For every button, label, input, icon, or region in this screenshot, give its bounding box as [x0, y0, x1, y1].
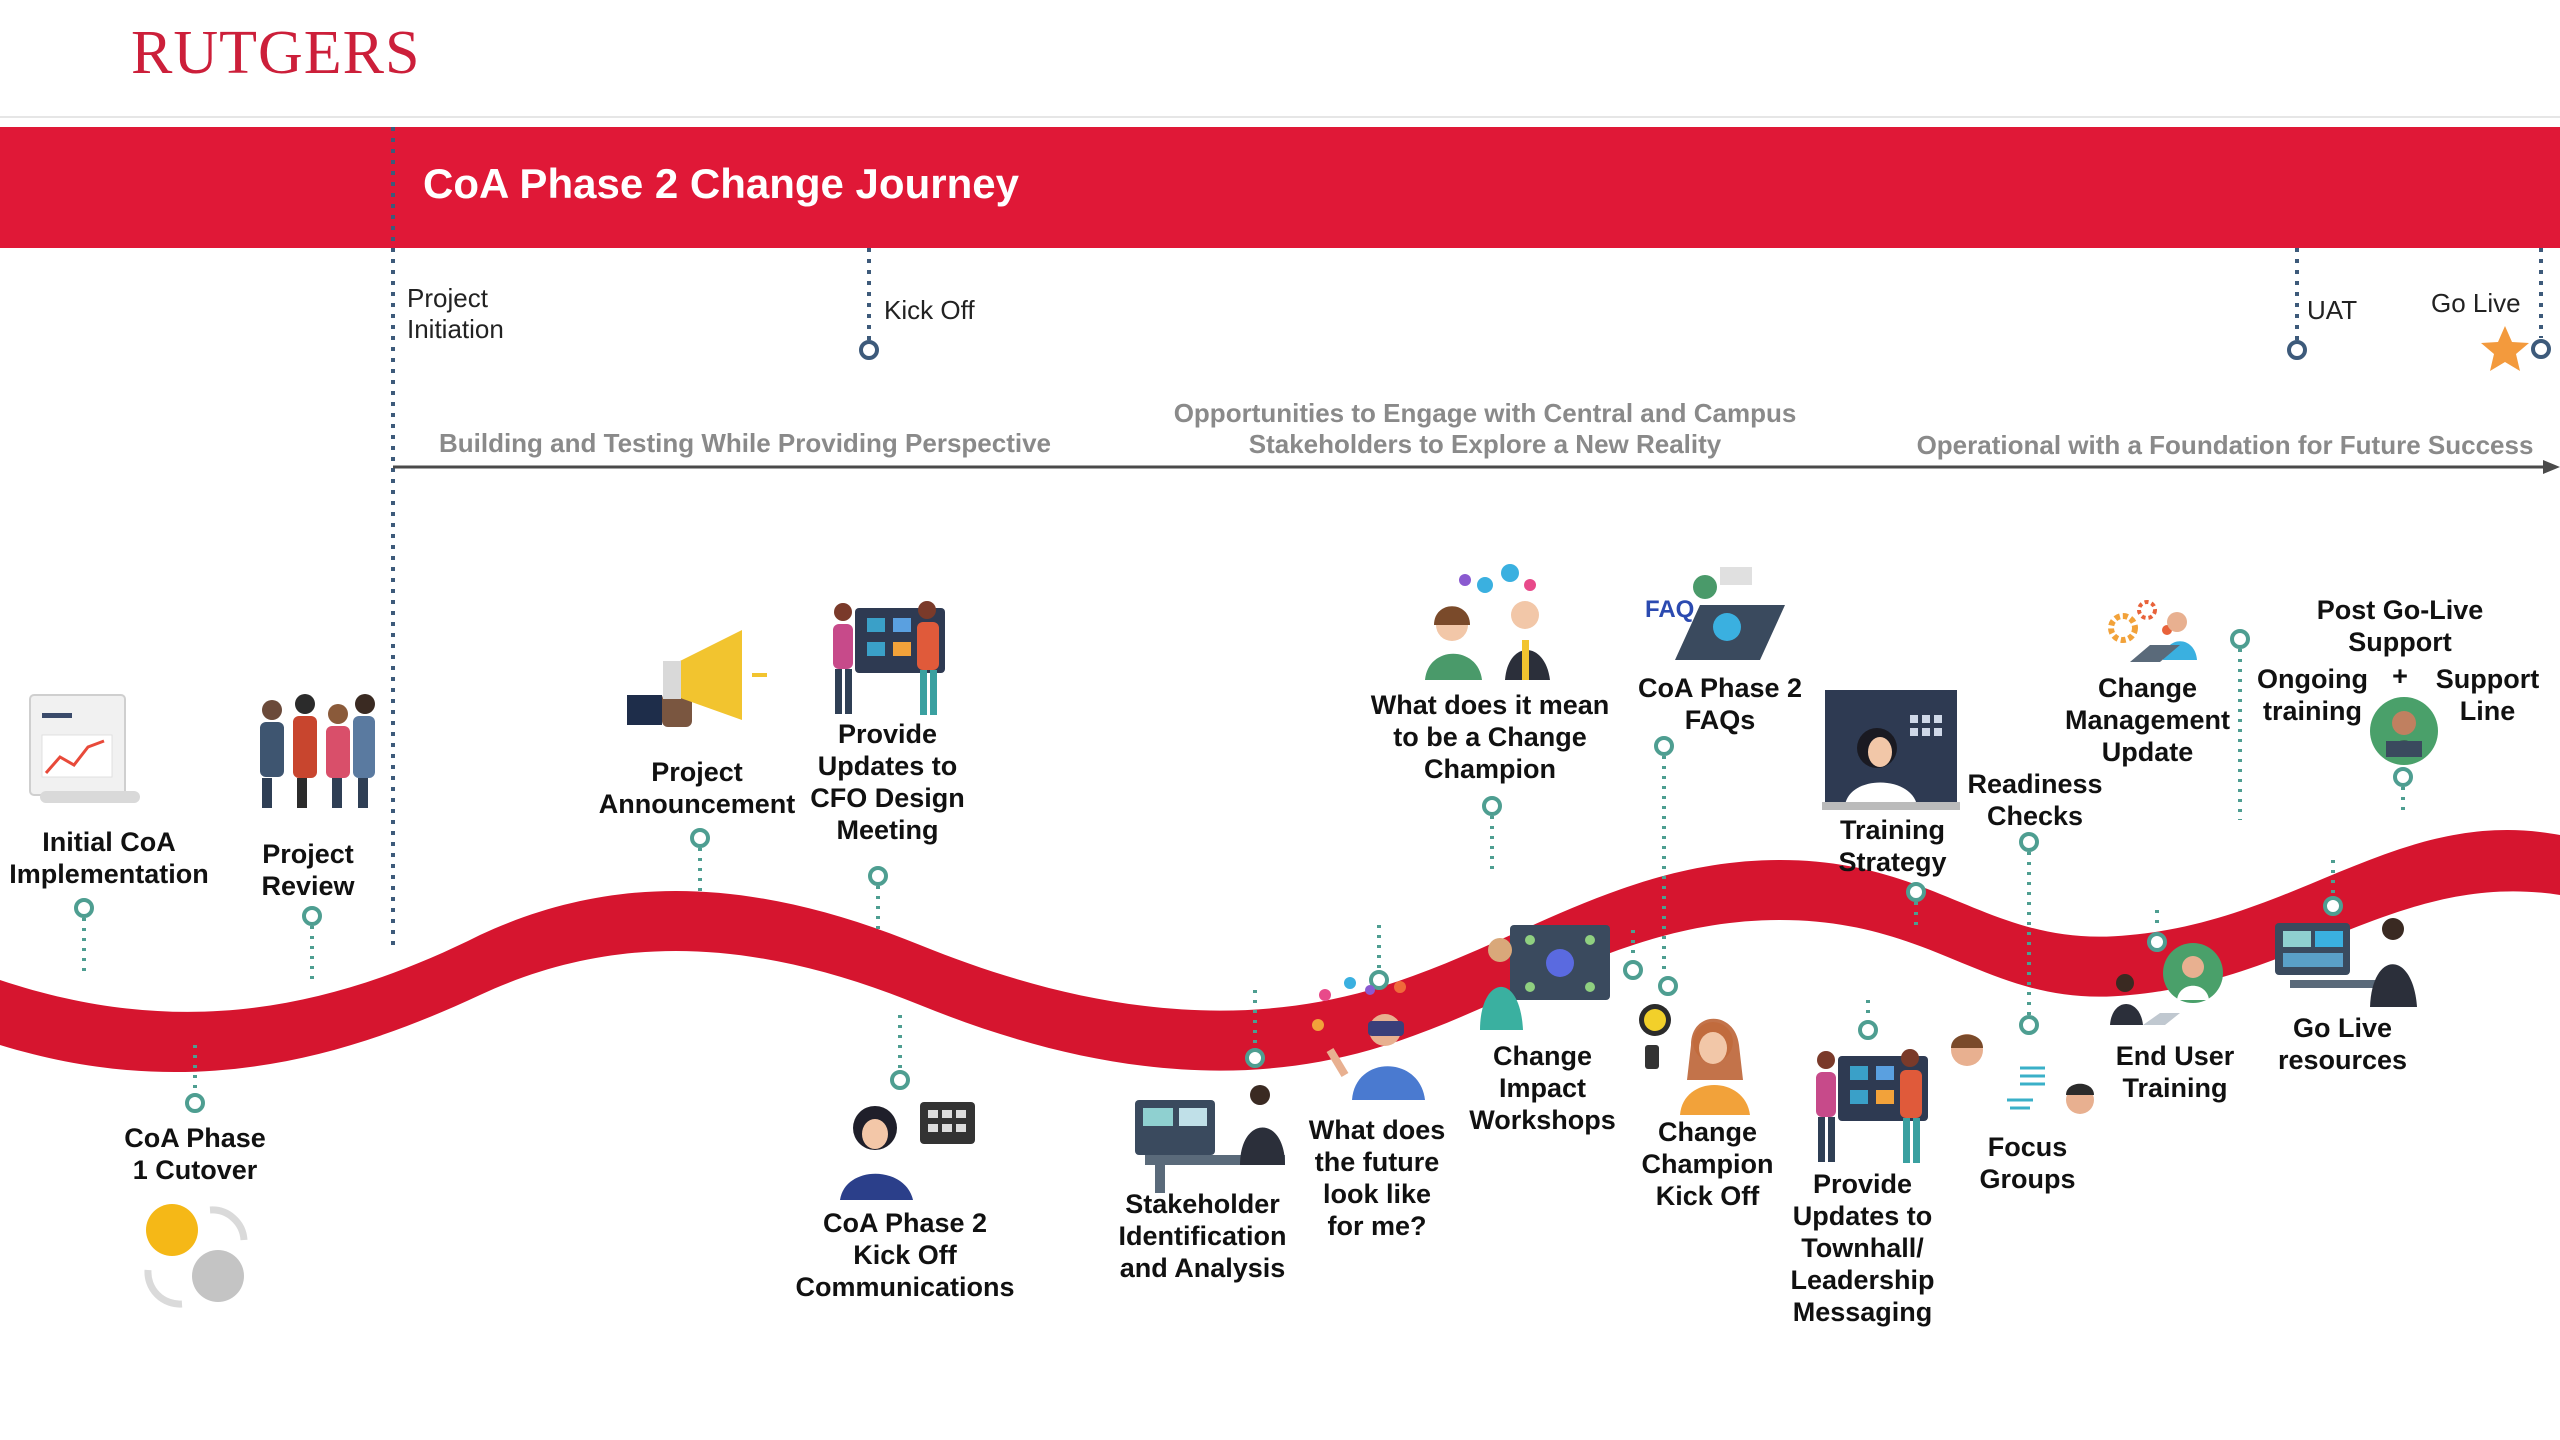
whiteboard-team-2-icon: [1816, 1049, 1928, 1163]
banner-title: CoA Phase 2 Change Journey: [423, 160, 1019, 207]
milestone-uat: UAT: [2307, 295, 2358, 325]
vr-headset-icon: [1312, 977, 1425, 1100]
phase-building-testing: Building and Testing While Providing Per…: [438, 428, 1052, 458]
smiling-person-icon: [1639, 1004, 1750, 1115]
activity-connectors: [74, 629, 2413, 1113]
network-board-icon: [1480, 925, 1610, 1030]
timeline-arrow: [393, 460, 2560, 474]
report-chart-icon: [29, 694, 140, 803]
cycle-arrows-icon: [144, 1204, 248, 1308]
milestone-kick-off: Kick Off: [884, 295, 975, 325]
phase-operational: Operational with a Foundation for Future…: [1916, 430, 2534, 460]
gears-laptop-icon: [2108, 600, 2197, 662]
svg-text:FAQ: FAQ: [1645, 596, 1694, 623]
milestone-markers: [859, 248, 2551, 371]
phase-opportunities: Opportunities to Engage with Central and…: [1173, 398, 1797, 459]
presenter-icon: [840, 1102, 975, 1200]
plus-sign: +: [2392, 661, 2408, 691]
rutgers-logo: RUTGERS: [131, 19, 421, 87]
faq-laptop-icon: FAQ: [1645, 567, 1785, 660]
ideas-people-icon: [1425, 564, 1550, 680]
kick-off-marker: [859, 340, 879, 360]
support-agent-icon: [2370, 697, 2438, 765]
milestone-project-initiation: Project Initiation: [407, 283, 504, 344]
chat-people-icon: [1951, 1034, 2094, 1114]
title-banner: [0, 127, 2560, 248]
go-live-marker: [2531, 339, 2551, 359]
whiteboard-team-icon: [833, 601, 945, 715]
online-training-icon: [2110, 943, 2223, 1025]
star-icon: [2481, 326, 2529, 371]
analyst-desk-icon: [1135, 1085, 1285, 1193]
team-meeting-icon: [260, 694, 375, 808]
uat-marker: [2287, 340, 2307, 360]
header-divider: [0, 116, 2560, 118]
megaphone-icon: [627, 630, 767, 727]
milestone-go-live: Go Live: [2431, 288, 2521, 318]
dashboard-person-icon: [2275, 918, 2417, 1007]
training-screen-icon: [1822, 690, 1960, 810]
